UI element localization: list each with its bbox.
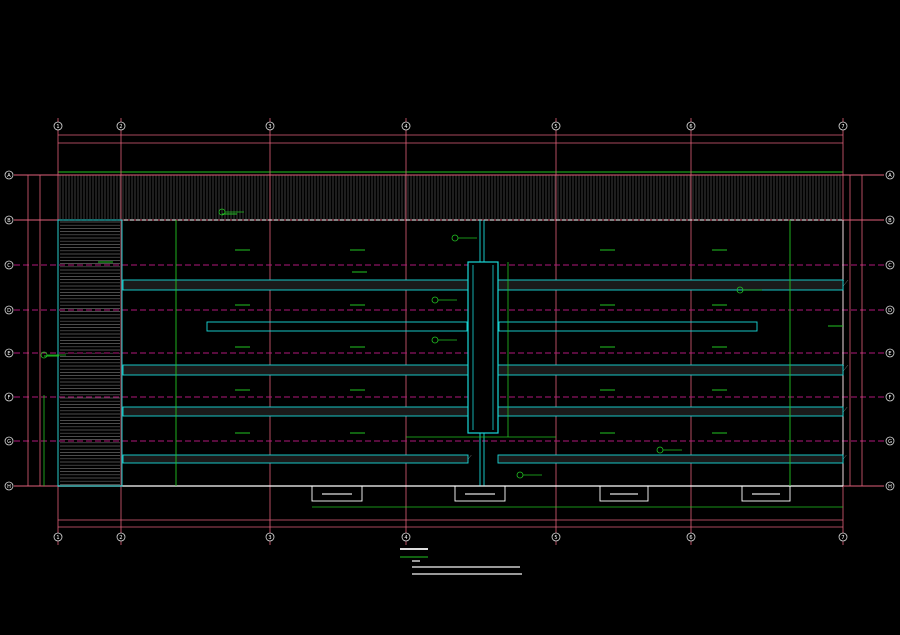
grid-top-4-label: 4 bbox=[404, 124, 407, 130]
grid-left-H-bubble bbox=[4, 481, 14, 491]
structure-layer bbox=[57, 219, 844, 502]
grid-top-2-bubble bbox=[116, 121, 126, 131]
grid-left-D-label: D bbox=[7, 308, 11, 314]
hatched-beam bbox=[122, 406, 469, 417]
grid-bottom-6-bubble bbox=[686, 532, 696, 542]
hatched-beam bbox=[497, 279, 844, 291]
hatched-beam bbox=[497, 454, 844, 464]
callout-circle bbox=[656, 446, 664, 454]
grid-bottom-1-bubble bbox=[53, 532, 63, 542]
grid-left-F-label: F bbox=[8, 395, 11, 401]
grid-right-A-label: A bbox=[888, 173, 892, 179]
annotation-layer bbox=[40, 208, 843, 575]
grid-left-D-bubble bbox=[4, 305, 14, 315]
grid-right-B-label: B bbox=[888, 218, 892, 224]
grid-left-E-bubble bbox=[4, 348, 14, 358]
grid-top-5-label: 5 bbox=[554, 124, 557, 130]
grid-left-A-label: A bbox=[7, 173, 11, 179]
grid-bottom-5-bubble bbox=[551, 532, 561, 542]
hatched-beam bbox=[497, 406, 844, 417]
grid-right-D-bubble bbox=[885, 305, 895, 315]
hatched-beam bbox=[497, 364, 844, 376]
grid-right-A-bubble bbox=[885, 170, 895, 180]
grid-bottom-7-label: 7 bbox=[841, 535, 844, 541]
bottom-equipment-box bbox=[741, 485, 791, 502]
callout-circle bbox=[451, 234, 459, 242]
grid-left-B-label: B bbox=[7, 218, 11, 224]
hatched-beam bbox=[122, 279, 469, 291]
bottom-equipment-box bbox=[454, 485, 506, 502]
grid-bottom-6-label: 6 bbox=[689, 535, 692, 541]
grid-bottom-3-label: 3 bbox=[268, 535, 271, 541]
callout-circle bbox=[431, 336, 439, 344]
hatch-layer bbox=[58, 171, 849, 485]
grid-top-7-label: 7 bbox=[841, 124, 844, 130]
grid-right-G-bubble bbox=[885, 436, 895, 446]
grid-top-4-bubble bbox=[401, 121, 411, 131]
grid-left-C-bubble bbox=[4, 260, 14, 270]
grid-top-3-label: 3 bbox=[268, 124, 271, 130]
grid-left-H-label: H bbox=[7, 484, 11, 490]
hatched-beam bbox=[122, 364, 469, 376]
grid-right-C-bubble bbox=[885, 260, 895, 270]
grid-left-G-label: G bbox=[7, 439, 11, 445]
callout-circle bbox=[431, 296, 439, 304]
hatched-beam bbox=[122, 454, 469, 464]
grid-right-G-label: G bbox=[888, 439, 892, 445]
grid-bottom-3-bubble bbox=[265, 532, 275, 542]
grid-top-1-label: 1 bbox=[56, 124, 59, 130]
grid-layer bbox=[14, 118, 884, 545]
grid-right-F-label: F bbox=[889, 395, 892, 401]
grid-top-5-bubble bbox=[551, 121, 561, 131]
horizontal-tube-right bbox=[498, 321, 758, 332]
grid-right-D-label: D bbox=[888, 308, 892, 314]
grid-left-A-bubble bbox=[4, 170, 14, 180]
grid-bottom-4-bubble bbox=[401, 532, 411, 542]
grid-top-6-bubble bbox=[686, 121, 696, 131]
stair-outline bbox=[57, 219, 123, 487]
grid-right-F-bubble bbox=[885, 392, 895, 402]
bottom-equipment-box bbox=[311, 485, 363, 502]
grid-bottom-1-label: 1 bbox=[56, 535, 59, 541]
bottom-equipment-box bbox=[599, 485, 649, 502]
grid-bottom-7-bubble bbox=[838, 532, 848, 542]
horizontal-tube-left bbox=[206, 321, 468, 332]
grid-bottom-2-label: 2 bbox=[119, 535, 122, 541]
grid-left-B-bubble bbox=[4, 215, 14, 225]
grid-left-E-label: E bbox=[7, 351, 10, 357]
grid-right-E-label: E bbox=[888, 351, 891, 357]
grid-top-2-label: 2 bbox=[119, 124, 122, 130]
grid-right-B-bubble bbox=[885, 215, 895, 225]
grid-bottom-5-label: 5 bbox=[554, 535, 557, 541]
grid-top-1-bubble bbox=[53, 121, 63, 131]
grid-right-H-bubble bbox=[885, 481, 895, 491]
grid-top-7-bubble bbox=[838, 121, 848, 131]
grid-left-F-bubble bbox=[4, 392, 14, 402]
grid-top-6-label: 6 bbox=[689, 124, 692, 130]
grid-right-H-label: H bbox=[888, 484, 892, 490]
grid-bottom-2-bubble bbox=[116, 532, 126, 542]
grid-bottom-4-label: 4 bbox=[404, 535, 407, 541]
callout-circle bbox=[516, 471, 524, 479]
grid-left-C-label: C bbox=[7, 263, 11, 269]
grid-right-E-bubble bbox=[885, 348, 895, 358]
grid-top-3-bubble bbox=[265, 121, 275, 131]
central-column bbox=[467, 261, 499, 434]
grid-right-C-label: C bbox=[888, 263, 892, 269]
grid-left-G-bubble bbox=[4, 436, 14, 446]
